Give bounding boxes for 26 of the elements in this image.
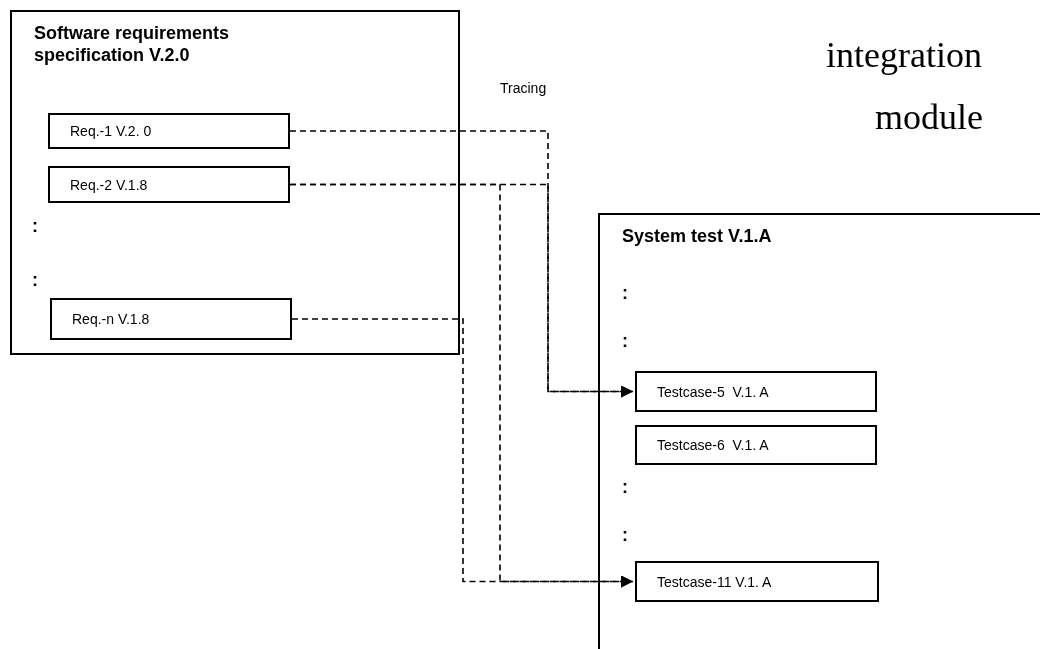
box-title: System test V.1.A — [622, 225, 773, 247]
item-box — [48, 166, 290, 203]
item-label: Req.-2 V.1.8 — [70, 176, 148, 193]
item-label: Req.-1 V.2. 0 — [70, 123, 152, 139]
ellipsis-mark: : — [622, 525, 628, 545]
tracing-label: Tracing — [500, 80, 547, 96]
ellipsis-mark: : — [32, 270, 38, 290]
item-label: Req.-n V.1.8 — [72, 311, 150, 327]
trace-arrow — [291, 318, 634, 588]
item-box — [635, 371, 877, 412]
ellipsis-mark: : — [622, 477, 628, 497]
item-box — [50, 298, 292, 340]
container-box — [598, 213, 1040, 649]
item-box — [635, 425, 877, 465]
ellipsis-mark: : — [622, 331, 628, 351]
item-label: Testcase-6 V.1. A — [657, 437, 769, 453]
container-box — [10, 10, 460, 355]
ellipsis-mark: : — [32, 216, 38, 236]
item-label: Testcase-11 V.1. A — [657, 573, 772, 590]
heading-word: integration — [826, 34, 982, 76]
item-box — [48, 113, 290, 149]
box-title: Software requirements specification V.2.0 — [34, 22, 231, 66]
ellipsis-mark: : — [622, 283, 628, 303]
heading-word: module — [875, 96, 983, 138]
item-box — [635, 561, 879, 602]
item-label: Testcase-5 V.1. A — [657, 383, 769, 400]
